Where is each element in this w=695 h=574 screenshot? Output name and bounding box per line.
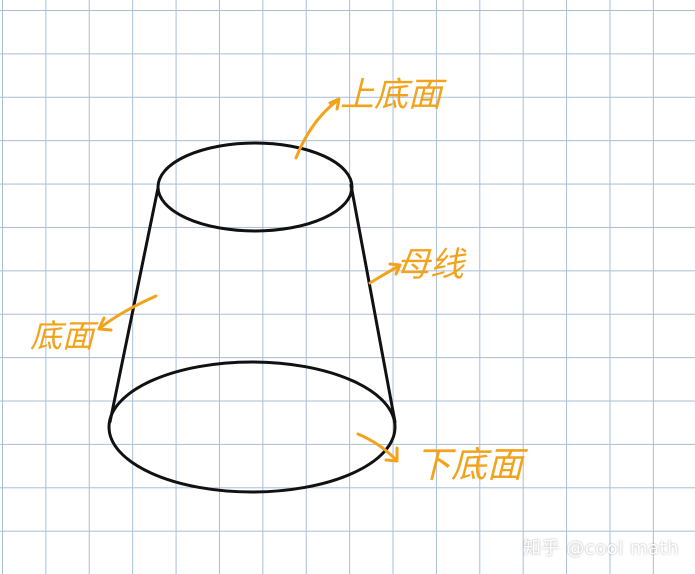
bottom-base-label: 下底面 [415,445,524,486]
top-base-arrow [294,97,341,160]
bottom-base-arrow [356,432,399,463]
side-arrow [97,294,158,332]
side-surface-label: 底面 [30,317,95,355]
top-base-label: 上底面 [340,75,442,115]
generatrix-arrow [368,262,402,285]
generatrix-label: 母线 [396,245,464,285]
watermark: 知乎 @cool math [523,538,679,559]
bottom-base-ellipse [107,360,397,494]
right-generatrix-line [349,183,397,424]
top-base-ellipse [156,141,354,233]
